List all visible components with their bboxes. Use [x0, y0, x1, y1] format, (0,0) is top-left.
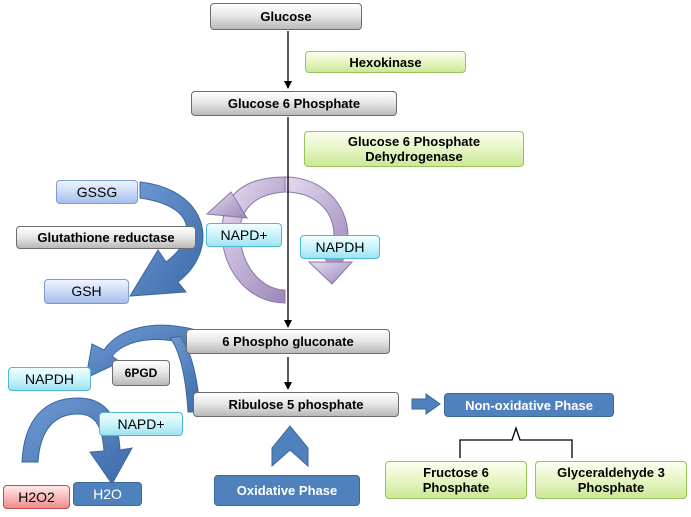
node-non-oxidative-phase-label: Non-oxidative Phase — [465, 397, 593, 413]
arrow-ribulose-to-nonox — [411, 393, 441, 415]
node-napd-plus-2: NAPD+ — [99, 412, 183, 436]
node-fructose-label-line1: Fructose 6 — [423, 465, 489, 480]
node-glucose-6-phosphate: Glucose 6 Phosphate — [191, 91, 397, 116]
enzyme-glutathione-reductase-label: Glutathione reductase — [37, 230, 175, 245]
enzyme-6pgd: 6PGD — [112, 360, 170, 386]
enzyme-6pgd-label: 6PGD — [124, 365, 158, 380]
node-h2o-label: H2O — [93, 485, 122, 502]
node-h2o2-label: H2O2 — [18, 488, 55, 505]
node-ribulose-5-phosphate-label: Ribulose 5 phosphate — [228, 397, 364, 412]
node-non-oxidative-phase: Non-oxidative Phase — [444, 393, 614, 417]
arrow-napd-up — [169, 335, 201, 413]
node-h2o: H2O — [73, 482, 142, 506]
node-napdh-1: NAPDH — [300, 235, 380, 259]
node-glyceraldehyde-label-line2: Phosphate — [577, 480, 645, 495]
node-gssg-label: GSSG — [76, 183, 118, 200]
node-napdh-1-label: NAPDH — [315, 238, 365, 255]
enzyme-g6pd: Glucose 6 Phosphate Dehydrogenase — [304, 131, 524, 167]
enzyme-g6pd-label-line2: Dehydrogenase — [365, 149, 463, 164]
enzyme-hexokinase-label: Hexokinase — [349, 54, 422, 70]
arrow-gssg-to-gsh — [129, 181, 204, 297]
node-glucose-6-phosphate-label: Glucose 6 Phosphate — [227, 96, 361, 111]
node-napdh-2: NAPDH — [8, 367, 91, 391]
node-gssg: GSSG — [56, 180, 138, 204]
enzyme-hexokinase: Hexokinase — [305, 51, 466, 73]
node-6-phospho-gluconate-label: 6 Phospho gluconate — [222, 334, 354, 349]
node-glucose-label: Glucose — [260, 9, 312, 24]
enzyme-g6pd-label-line1: Glucose 6 Phosphate — [347, 134, 481, 149]
node-napd-plus-2-label: NAPD+ — [117, 415, 165, 432]
node-gsh-label: GSH — [71, 283, 102, 299]
node-oxidative-phase: Oxidative Phase — [214, 475, 360, 506]
node-oxidative-phase-label: Oxidative Phase — [236, 483, 338, 498]
node-glucose: Glucose — [210, 3, 362, 30]
node-h2o2: H2O2 — [3, 485, 70, 509]
branch-brace — [459, 425, 573, 458]
node-gsh: GSH — [44, 279, 129, 304]
node-napd-plus-1-label: NAPD+ — [220, 226, 268, 243]
cycle-arrowhead-right — [307, 261, 354, 285]
node-fructose-6-phosphate: Fructose 6 Phosphate — [385, 461, 527, 499]
cycle-arrowhead-left — [205, 191, 248, 219]
node-glyceraldehyde-label-line1: Glyceraldehyde 3 — [557, 465, 665, 480]
arrow-h2o2-to-h2o — [21, 397, 133, 485]
node-fructose-label-line2: Phosphate — [422, 480, 490, 495]
node-napd-plus-1: NAPD+ — [206, 223, 282, 247]
node-napdh-2-label: NAPDH — [24, 370, 74, 387]
enzyme-glutathione-reductase: Glutathione reductase — [16, 226, 196, 249]
node-ribulose-5-phosphate: Ribulose 5 phosphate — [193, 392, 399, 417]
node-6-phospho-gluconate: 6 Phospho gluconate — [186, 329, 390, 354]
node-glyceraldehyde-3-phosphate: Glyceraldehyde 3 Phosphate — [535, 461, 687, 499]
arrow-oxidative-up — [271, 425, 309, 468]
